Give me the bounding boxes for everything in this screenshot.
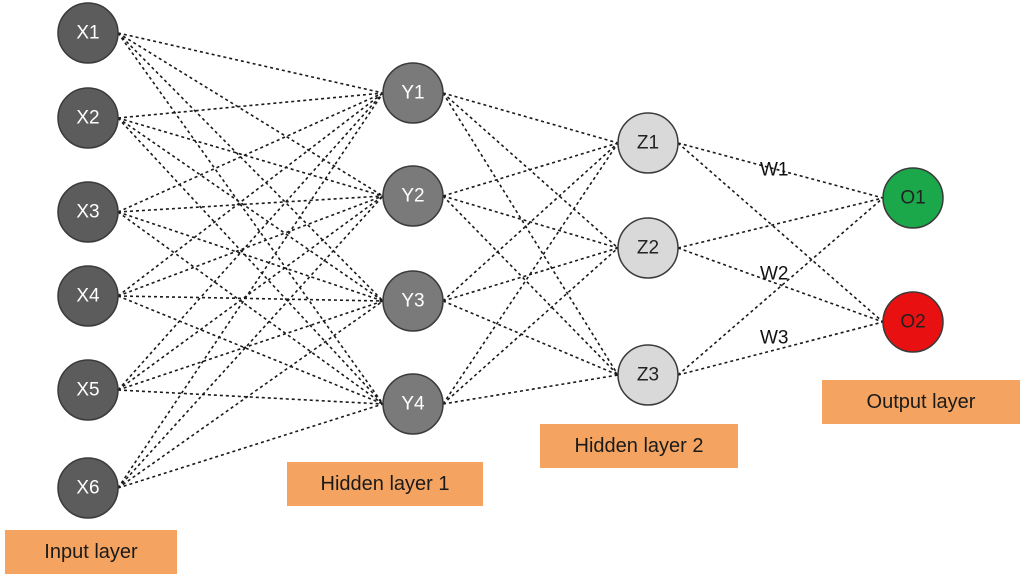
node-label: O1	[900, 188, 925, 209]
edge-y1-z1	[442, 92, 619, 144]
edge-x2-y2	[117, 117, 384, 197]
node-circle	[617, 344, 679, 406]
node-x2: X2	[57, 87, 119, 149]
node-y2: Y2	[382, 165, 444, 227]
node-label: Z2	[637, 238, 659, 259]
node-x4: X4	[57, 265, 119, 327]
node-label: Y2	[401, 186, 424, 207]
node-circle	[382, 165, 444, 227]
edge-z2-o1	[677, 197, 884, 249]
node-y3: Y3	[382, 270, 444, 332]
edge-x5-y1	[117, 92, 384, 391]
node-label: Y1	[401, 83, 424, 104]
node-y4: Y4	[382, 373, 444, 435]
node-label: X2	[76, 108, 99, 129]
edge-x3-y2	[117, 195, 384, 213]
connection-lines	[117, 32, 884, 489]
edge-x5-y2	[117, 195, 384, 391]
node-o2: O2	[882, 291, 944, 353]
edge-x6-y4	[117, 403, 384, 489]
edge-x1-y4	[117, 32, 384, 405]
edge-x3-y1	[117, 92, 384, 213]
edge-y2-z1	[442, 142, 619, 197]
node-circle	[57, 2, 119, 64]
node-x3: X3	[57, 181, 119, 243]
edge-z2-o2	[677, 247, 884, 323]
weight-label-w3: W3	[760, 328, 789, 349]
output-layer-label: Output layer	[822, 380, 1020, 424]
edge-x4-y3	[117, 295, 384, 302]
edge-x2-y4	[117, 117, 384, 405]
node-circle	[882, 167, 944, 229]
edge-x6-y1	[117, 92, 384, 489]
edge-x2-y3	[117, 117, 384, 302]
edge-x6-y3	[117, 300, 384, 489]
node-label: Z3	[637, 365, 659, 386]
edge-x3-y3	[117, 211, 384, 302]
node-circle	[882, 291, 944, 353]
edge-x4-y2	[117, 195, 384, 297]
edge-x5-y3	[117, 300, 384, 391]
edge-y4-z1	[442, 142, 619, 405]
hidden-layer-1-label: Hidden layer 1	[287, 462, 483, 506]
edge-y4-z2	[442, 247, 619, 405]
node-label: Y4	[401, 394, 425, 415]
node-x5: X5	[57, 359, 119, 421]
node-z1: Z1	[617, 112, 679, 174]
edge-y4-z3	[442, 374, 619, 405]
node-label: Y3	[401, 291, 424, 312]
edge-y2-z2	[442, 195, 619, 249]
node-label: X4	[76, 286, 100, 307]
edge-x4-y1	[117, 92, 384, 297]
node-circle	[57, 265, 119, 327]
node-label: X6	[76, 478, 99, 499]
node-label: X5	[76, 380, 99, 401]
node-x1: X1	[57, 2, 119, 64]
edge-x5-y4	[117, 389, 384, 405]
node-label: X3	[76, 202, 99, 223]
node-label: O2	[900, 312, 925, 333]
node-circle	[57, 457, 119, 519]
edge-x1-y3	[117, 32, 384, 302]
edge-y1-z2	[442, 92, 619, 249]
node-circle	[57, 87, 119, 149]
node-circle	[382, 373, 444, 435]
node-o1: O1	[882, 167, 944, 229]
node-y1: Y1	[382, 62, 444, 124]
edge-z3-o2	[677, 321, 884, 376]
edge-x1-y1	[117, 32, 384, 94]
weight-label-w2: W2	[760, 264, 789, 285]
node-circle	[382, 62, 444, 124]
node-label: X1	[76, 23, 99, 44]
input-layer-label: Input layer	[5, 530, 177, 574]
edge-x4-y4	[117, 295, 384, 405]
hidden-layer-2-label: Hidden layer 2	[540, 424, 738, 468]
node-circle	[57, 181, 119, 243]
edge-y3-z3	[442, 300, 619, 376]
node-circle	[382, 270, 444, 332]
edge-x6-y2	[117, 195, 384, 489]
edge-x2-y1	[117, 92, 384, 119]
edge-z1-o1	[677, 142, 884, 199]
node-z2: Z2	[617, 217, 679, 279]
node-z3: Z3	[617, 344, 679, 406]
node-circle	[617, 112, 679, 174]
node-circle	[617, 217, 679, 279]
edge-y1-z3	[442, 92, 619, 376]
node-label: Z1	[637, 133, 659, 154]
weight-label-w1: W1	[760, 160, 789, 181]
node-circle	[57, 359, 119, 421]
edge-x1-y2	[117, 32, 384, 197]
node-x6: X6	[57, 457, 119, 519]
edge-x3-y4	[117, 211, 384, 405]
edge-y2-z3	[442, 195, 619, 376]
